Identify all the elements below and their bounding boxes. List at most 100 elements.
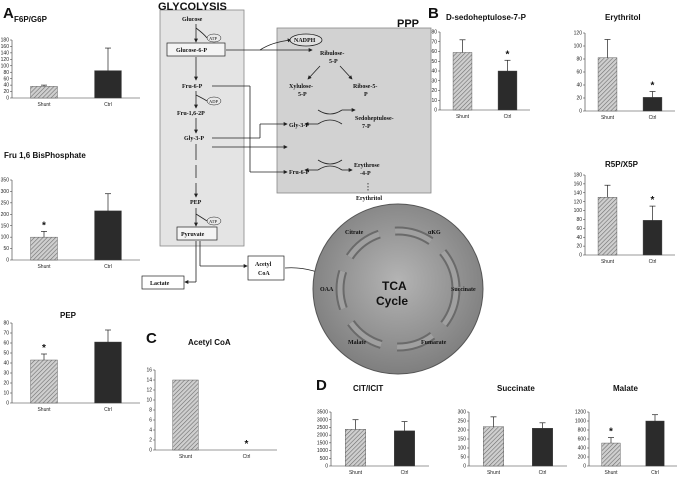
y-tick-label: 100 xyxy=(1,63,10,69)
node-glucose: Glucose xyxy=(182,17,203,23)
y-tick-label: 20 xyxy=(3,381,9,387)
y-tick-label: 300 xyxy=(1,189,10,195)
y-tick-label: 10 xyxy=(3,391,9,397)
node-ribose-1: Ribose-5- xyxy=(353,84,377,90)
category-label: Shunt xyxy=(37,264,51,270)
y-tick-label: 40 xyxy=(3,361,9,367)
y-tick-label: 14 xyxy=(146,378,152,384)
significance-marker: * xyxy=(245,439,249,450)
node-nadph-ellipse xyxy=(289,33,323,47)
bar-ctrl xyxy=(642,97,663,112)
y-tick-label: 80 xyxy=(576,57,582,63)
y-tick-label: 2000 xyxy=(317,433,328,439)
node-erythrose-2: -4-P xyxy=(360,171,371,177)
bar-ctrl xyxy=(394,430,415,467)
panel-letter-d: D xyxy=(316,377,327,394)
bar-shunt xyxy=(30,359,58,404)
node-ribulose-2: 5-P xyxy=(329,59,338,65)
y-tick-label: 200 xyxy=(578,455,587,461)
panel-letter-a: A xyxy=(3,5,14,22)
bar-shunt xyxy=(483,426,504,467)
y-tick-label: 10 xyxy=(431,98,437,104)
y-tick-label: 180 xyxy=(1,38,10,44)
node-glucose6p: Glucose-6-P xyxy=(176,48,207,54)
node-malate: Malate xyxy=(348,340,366,346)
y-tick-label: 60 xyxy=(3,76,9,82)
y-tick-label: 250 xyxy=(1,200,10,206)
node-succinate: Succinate xyxy=(451,287,476,293)
y-tick-label: 0 xyxy=(6,401,9,407)
y-tick-label: 50 xyxy=(3,351,9,357)
chart-title: Fru 1,6 BisPhosphate xyxy=(4,151,86,160)
category-label: Ctrl xyxy=(104,407,112,413)
y-tick-label: 20 xyxy=(576,244,582,250)
y-tick-label: 60 xyxy=(576,226,582,232)
category-label: Ctrl xyxy=(651,470,659,476)
node-pyruvate-box xyxy=(176,226,218,241)
y-tick-label: 350 xyxy=(1,178,10,184)
category-label: Ctrl xyxy=(649,259,657,265)
y-tick-label: 60 xyxy=(431,49,437,55)
y-tick-label: 30 xyxy=(3,371,9,377)
panel-letter-b: B xyxy=(428,5,439,22)
y-tick-label: 140 xyxy=(574,190,583,196)
tca-title-1: TCA xyxy=(382,279,407,293)
bar-shunt xyxy=(345,429,366,467)
y-tick-label: 0 xyxy=(463,464,466,470)
y-tick-label: 140 xyxy=(1,50,10,56)
y-tick-label: 120 xyxy=(1,57,10,63)
bar-shunt xyxy=(452,52,473,111)
chart-title: Erythritol xyxy=(605,13,641,22)
y-tick-label: 3500 xyxy=(317,410,328,416)
node-citrate: Citrate xyxy=(345,230,364,236)
y-tick-label: 1000 xyxy=(575,419,586,425)
y-tick-label: 200 xyxy=(1,212,10,218)
node-ppp-fru6p: Fru-6-P xyxy=(289,170,310,176)
category-label: Shunt xyxy=(604,470,618,476)
y-tick-label: 20 xyxy=(431,88,437,94)
y-tick-label: 0 xyxy=(6,258,9,264)
significance-marker: * xyxy=(651,195,655,206)
chart-title: F6P/G6P xyxy=(14,15,48,24)
y-tick-label: 100 xyxy=(574,44,583,50)
y-tick-label: 0 xyxy=(579,109,582,115)
bar-ctrl xyxy=(94,341,122,404)
y-tick-label: 20 xyxy=(3,89,9,95)
chart-title: PEP xyxy=(60,311,77,320)
y-tick-label: 50 xyxy=(3,246,9,252)
chart-title: Succinate xyxy=(497,384,535,393)
y-tick-label: 80 xyxy=(576,217,582,223)
y-tick-label: 4 xyxy=(149,428,152,434)
category-label: Shunt xyxy=(37,102,51,108)
node-lactate-box xyxy=(141,275,185,290)
y-tick-label: 60 xyxy=(576,70,582,76)
chart-title: CIT/ICIT xyxy=(353,384,383,393)
node-pyruvate: Pyruvate xyxy=(181,232,205,238)
cofactor-atp-2-label: ATP xyxy=(209,219,217,224)
node-acetylcoa-2: CoA xyxy=(258,271,270,277)
node-fru6p: Fru-6-P xyxy=(182,84,203,90)
y-tick-label: 8 xyxy=(149,408,152,414)
bar-ctrl xyxy=(532,428,553,467)
y-tick-label: 400 xyxy=(578,446,587,452)
node-nadph: NADPH xyxy=(294,38,316,44)
y-tick-label: 40 xyxy=(3,83,9,89)
y-tick-label: 150 xyxy=(1,223,10,229)
chart-7: CIT/ICIT0500100015002000250030003500Shun… xyxy=(317,384,429,476)
y-tick-label: 80 xyxy=(3,70,9,76)
category-label: Shunt xyxy=(601,115,615,121)
y-tick-label: 2500 xyxy=(317,425,328,431)
y-tick-label: 40 xyxy=(576,235,582,241)
y-tick-label: 16 xyxy=(146,368,152,374)
chart-1: Fru 1,6 BisPhosphate05010015020025030035… xyxy=(1,151,140,270)
category-label: Ctrl xyxy=(504,114,512,120)
category-label: Ctrl xyxy=(243,454,251,460)
bar-ctrl xyxy=(642,220,663,256)
node-xylulose-1: Xylulose- xyxy=(289,84,313,90)
category-label: Ctrl xyxy=(401,470,409,476)
node-gly3p: Gly-3-P xyxy=(184,136,204,142)
